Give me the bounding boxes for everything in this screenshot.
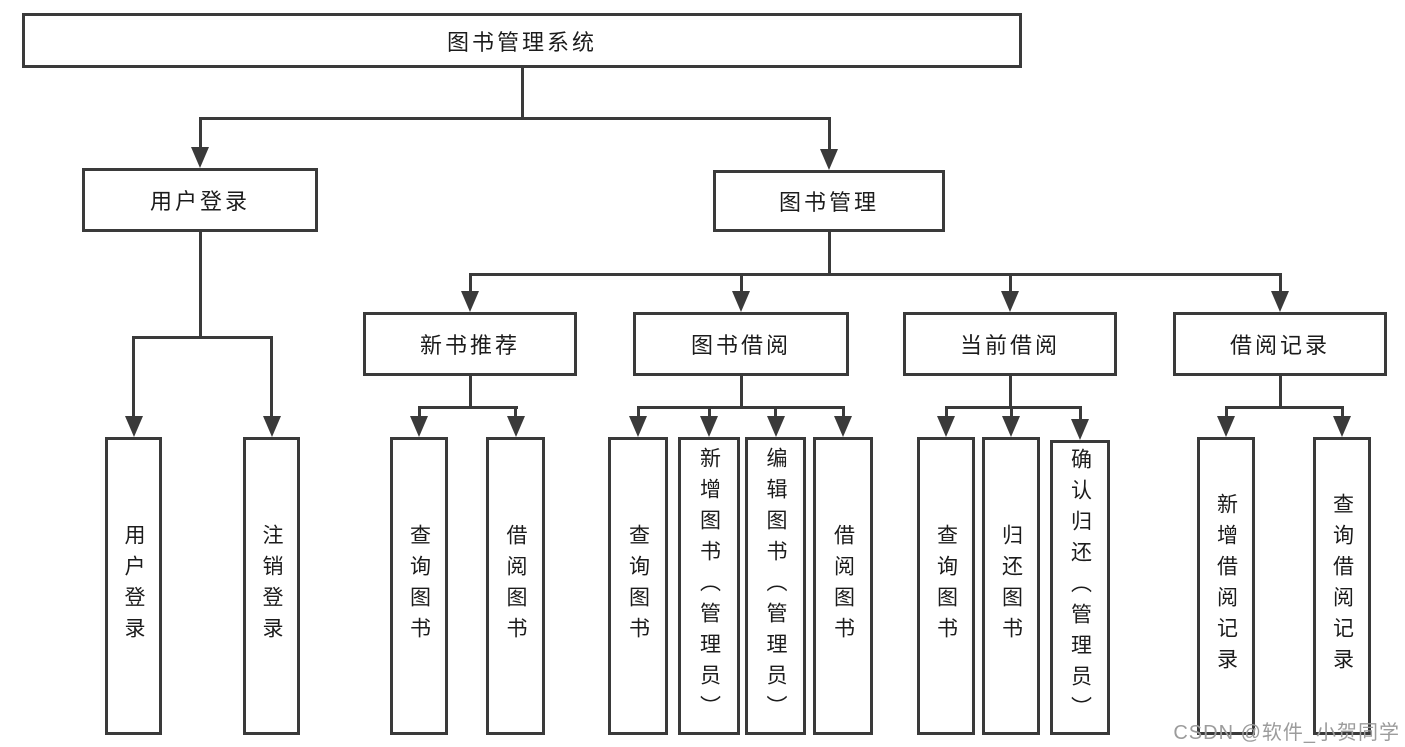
- leaf-br-query-record: 查询借阅记录: [1313, 437, 1371, 735]
- edge-to-br-add: [1224, 406, 1228, 422]
- edge-to-book-borrowing: [739, 273, 743, 297]
- edge-cb-branch: [944, 406, 1082, 409]
- arrowhead-br-query-icon: [1333, 416, 1351, 437]
- node-borrow-records: 借阅记录: [1173, 312, 1387, 376]
- arrowhead-leaf-user-login-icon: [124, 416, 143, 437]
- leaf-bb-add-books-admin-label: 新增图书（管理员）: [697, 446, 721, 726]
- leaf-br-add-record: 新增借阅记录: [1197, 437, 1255, 735]
- leaf-bb-borrow-books-label: 借阅图书: [831, 524, 855, 648]
- edge-cb-stem: [1008, 374, 1012, 409]
- edge-to-current-borrowing: [1008, 273, 1012, 297]
- edge-nbr-stem: [468, 374, 472, 409]
- edge-to-cb-query: [944, 406, 948, 422]
- leaf-bb-add-books-admin: 新增图书（管理员）: [678, 437, 740, 735]
- arrowhead-bb-query-icon: [629, 416, 647, 437]
- leaf-bb-edit-books-admin-label: 编辑图书（管理员）: [764, 446, 787, 726]
- edge-to-bb-edit: [774, 406, 777, 422]
- leaf-nbr-borrow-books: 借阅图书: [486, 437, 545, 735]
- leaf-user-login: 用户登录: [105, 437, 162, 735]
- edge-br-stem: [1278, 374, 1282, 409]
- leaf-cb-query-books-label: 查询图书: [934, 524, 958, 648]
- arrowhead-current-borrowing-icon: [1001, 291, 1019, 312]
- leaf-cb-query-books: 查询图书: [917, 437, 975, 735]
- leaf-logout: 注销登录: [243, 437, 300, 735]
- leaf-br-query-record-label: 查询借阅记录: [1330, 493, 1354, 679]
- edge-to-borrow-records: [1278, 273, 1282, 297]
- leaf-bb-edit-books-admin: 编辑图书（管理员）: [745, 437, 806, 735]
- leaf-logout-label: 注销登录: [260, 524, 283, 648]
- edge-to-user-login: [198, 117, 202, 153]
- node-root-label: 图书管理系统: [446, 29, 597, 55]
- edge-to-leaf-logout: [270, 336, 273, 422]
- leaf-cb-confirm-return-admin-label: 确认归还（管理员）: [1068, 448, 1092, 727]
- arrowhead-new-book-recommend-icon: [461, 291, 479, 312]
- edge-to-bb-query: [636, 406, 640, 422]
- edge-to-bb-borrow: [841, 406, 845, 422]
- arrowhead-book-borrowing-icon: [732, 291, 750, 312]
- arrowhead-bb-edit-icon: [766, 416, 785, 437]
- edge-to-leaf-user-login: [132, 336, 135, 422]
- arrowhead-nbr-query-icon: [410, 416, 428, 437]
- edge-root-stem: [520, 66, 524, 120]
- edge-to-book-management: [827, 117, 831, 155]
- node-current-borrowing: 当前借阅: [903, 312, 1117, 376]
- edge-level3-branch: [468, 273, 1282, 276]
- arrowhead-user-login-icon: [191, 147, 209, 168]
- arrowhead-br-add-icon: [1217, 416, 1235, 437]
- edge-to-cb-return: [1009, 406, 1013, 422]
- edge-to-new-book-recommend: [468, 273, 472, 297]
- edge-to-nbr-query: [417, 406, 421, 422]
- leaf-bb-borrow-books: 借阅图书: [813, 437, 873, 735]
- edge-to-br-query: [1340, 406, 1344, 422]
- arrowhead-bb-borrow-icon: [834, 416, 852, 437]
- arrowhead-cb-confirm-icon: [1071, 419, 1089, 440]
- node-new-book-recommend: 新书推荐: [363, 312, 577, 376]
- node-book-borrowing: 图书借阅: [633, 312, 849, 376]
- edge-book-management-stem: [827, 230, 831, 276]
- leaf-cb-return-books: 归还图书: [982, 437, 1040, 735]
- leaf-bb-query-books-label: 查询图书: [626, 524, 650, 648]
- edge-to-cb-confirm: [1078, 406, 1082, 422]
- edge-user-login-stem: [198, 230, 202, 339]
- edge-br-branch: [1224, 406, 1344, 409]
- leaf-bb-query-books: 查询图书: [608, 437, 668, 735]
- arrowhead-borrow-records-icon: [1271, 291, 1289, 312]
- arrowhead-cb-query-icon: [937, 416, 955, 437]
- leaf-nbr-borrow-books-label: 借阅图书: [504, 524, 527, 648]
- leaf-cb-confirm-return-admin: 确认归还（管理员）: [1050, 440, 1110, 735]
- leaf-nbr-query-books: 查询图书: [390, 437, 448, 735]
- arrowhead-nbr-borrow-icon: [506, 416, 525, 437]
- edge-nbr-branch: [417, 406, 518, 409]
- node-user-login-label: 用户登录: [149, 189, 250, 214]
- edge-level2-branch: [198, 117, 831, 120]
- edge-user-login-branch: [132, 336, 273, 339]
- csdn-watermark: CSDN @软件_小贺同学: [1173, 722, 1400, 744]
- edge-to-nbr-borrow: [514, 406, 517, 422]
- leaf-nbr-query-books-label: 查询图书: [407, 524, 431, 648]
- leaf-cb-return-books-label: 归还图书: [999, 524, 1023, 648]
- leaf-user-login-label: 用户登录: [122, 524, 145, 648]
- node-current-borrowing-label: 当前借阅: [959, 333, 1060, 358]
- node-book-management: 图书管理: [713, 170, 945, 232]
- leaf-br-add-record-label: 新增借阅记录: [1214, 493, 1238, 679]
- arrowhead-bb-add-icon: [700, 416, 718, 437]
- arrowhead-cb-return-icon: [1002, 416, 1020, 437]
- node-root: 图书管理系统: [22, 13, 1022, 68]
- node-user-login: 用户登录: [82, 168, 318, 232]
- edge-bb-stem: [739, 374, 743, 409]
- node-book-management-label: 图书管理: [778, 190, 879, 215]
- edge-bb-branch: [636, 406, 845, 409]
- node-book-borrowing-label: 图书借阅: [690, 333, 791, 358]
- edge-to-bb-add: [707, 406, 711, 422]
- arrowhead-book-management-icon: [820, 149, 838, 170]
- arrowhead-leaf-logout-icon: [262, 416, 281, 437]
- node-borrow-records-label: 借阅记录: [1229, 333, 1330, 358]
- node-new-book-recommend-label: 新书推荐: [419, 333, 520, 358]
